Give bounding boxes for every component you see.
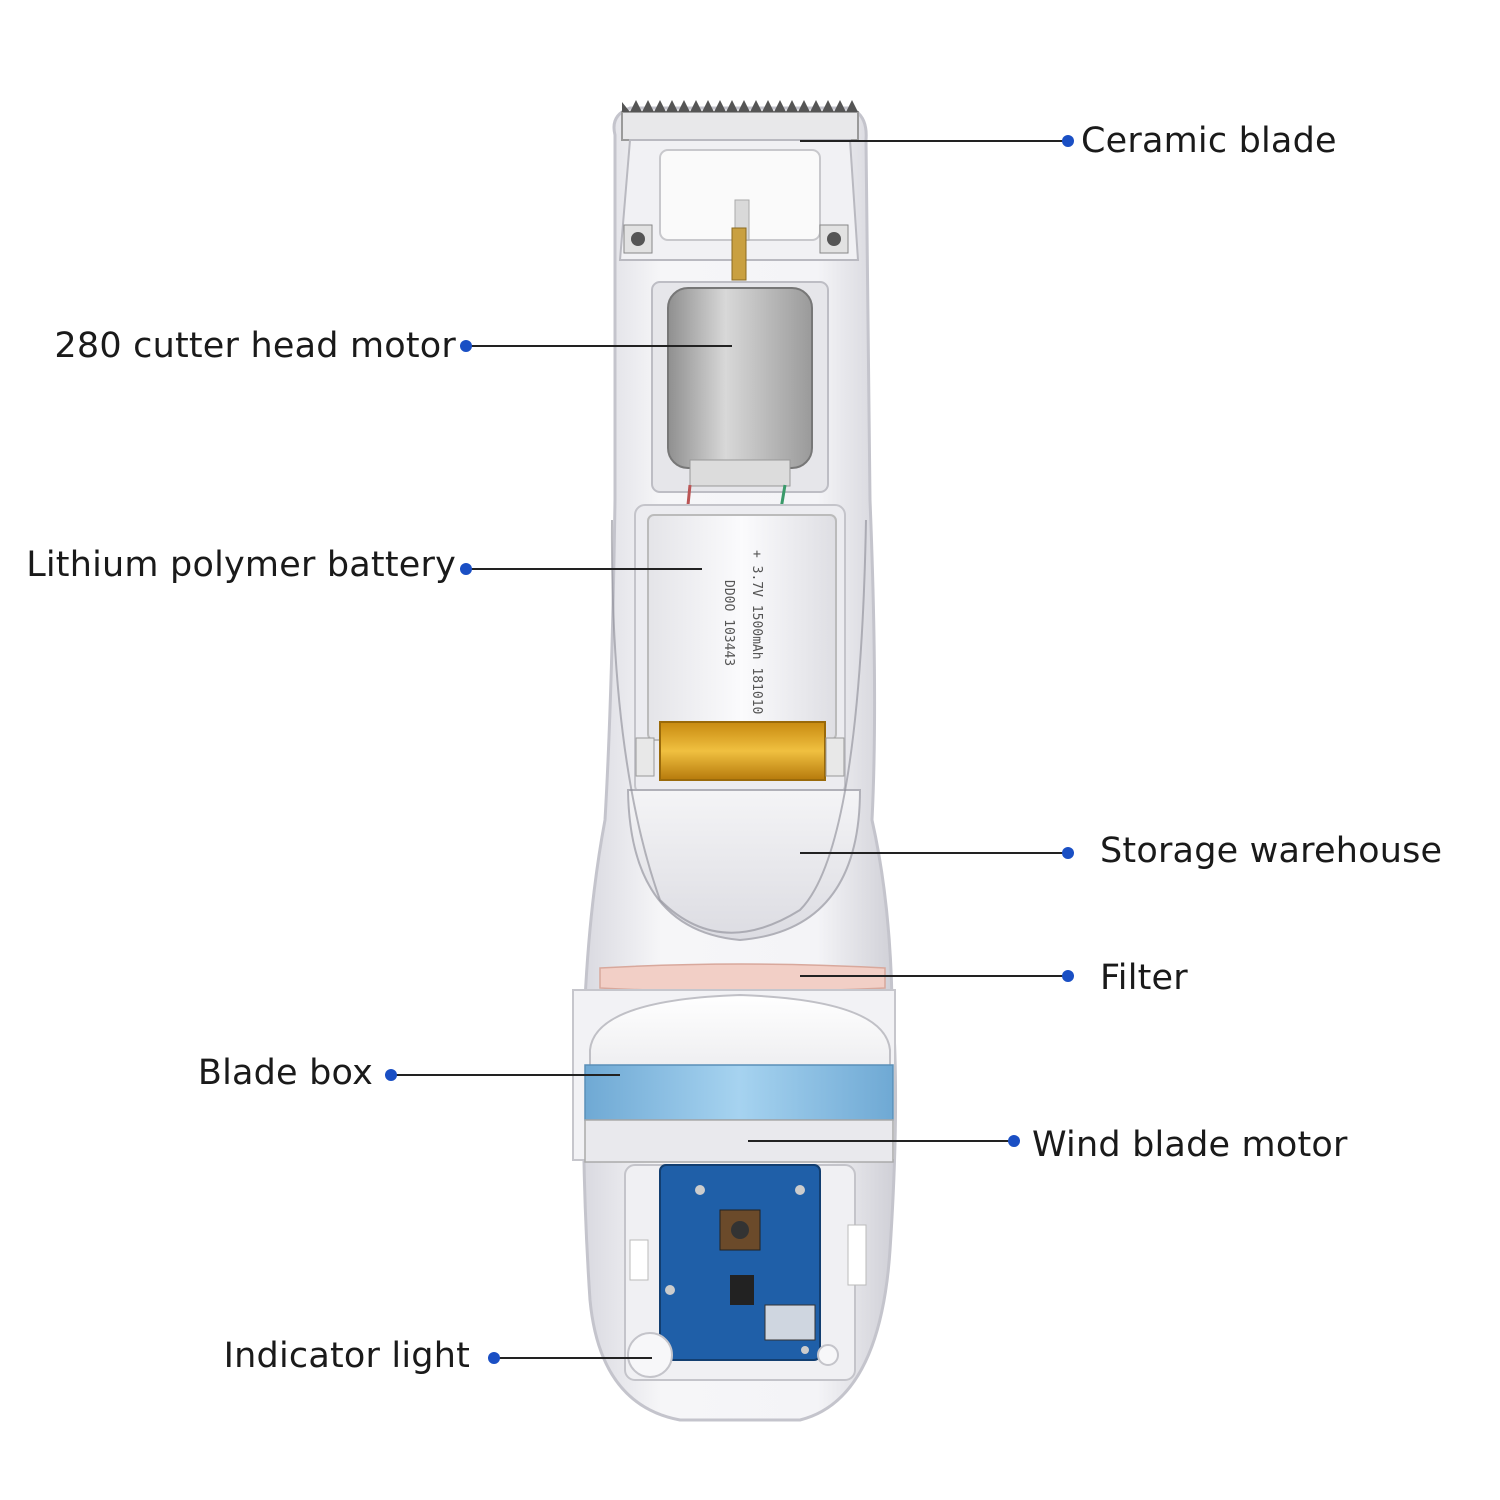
callout-dot-icon [488,1352,500,1364]
label-storage: Storage warehouse [1100,831,1443,871]
blue-ring [584,1064,894,1121]
storage-warehouse [626,789,862,942]
indicator-light [627,1332,673,1378]
pcb-board [624,1164,867,1381]
callout-dots [385,135,1074,1364]
callout-dot-icon [460,340,472,352]
cutter-head-motor [651,281,829,516]
ceramic-blade-teeth [621,100,859,141]
lithium-battery: DD0O 103443 + 3.7V 1500mAh 181010 [634,504,846,796]
callout-dot-icon [1062,847,1074,859]
callout-dot-icon [385,1069,397,1081]
callout-dot-icon [460,563,472,575]
callout-dot-icon [1062,970,1074,982]
battery-print-line1: DD0O 103443 [721,580,736,666]
label-filter: Filter [1100,958,1188,998]
leader-lines [391,140,1066,1359]
filter-disc [599,963,886,993]
label-ceramic-blade: Ceramic blade [1081,121,1337,161]
label-cutter-motor: 280 cutter head motor [54,326,456,366]
callout-dot-icon [1008,1135,1020,1147]
label-blade-box: Blade box [197,1053,373,1093]
label-battery: Lithium polymer battery [26,545,456,585]
holder-screws [623,224,849,254]
callout-dot-icon [1062,135,1074,147]
label-wind-motor: Wind blade motor [1032,1125,1348,1165]
battery-print-line2: + 3.7V 1500mAh 181010 [749,550,764,714]
label-indicator: Indicator light [223,1336,470,1376]
